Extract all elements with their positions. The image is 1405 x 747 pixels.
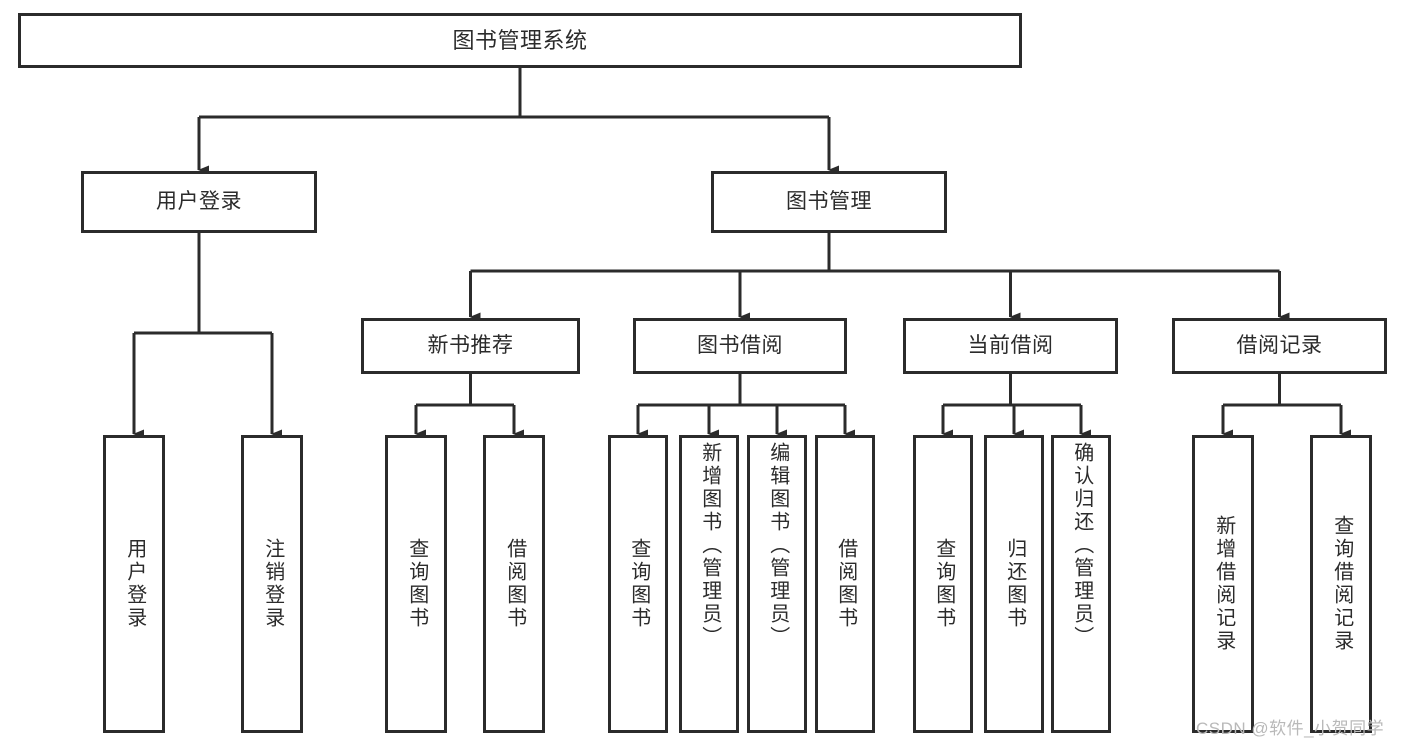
node-label-leaf-confirm-return-admin: 确认归还（管理员）	[1070, 442, 1093, 649]
node-label-leaf-query-borrow-record: 查询借阅记录	[1330, 515, 1353, 653]
node-leaf-confirm-return-admin[interactable]: 确认归还（管理员）	[1051, 435, 1111, 733]
node-label-root: 图书管理系统	[452, 27, 588, 53]
node-label-book-borrow: 图书借阅	[697, 333, 783, 357]
node-current-borrow[interactable]: 当前借阅	[903, 318, 1118, 374]
node-book-manage[interactable]: 图书管理	[711, 171, 947, 233]
node-label-leaf-query-book-cur: 查询图书	[932, 538, 955, 630]
node-leaf-query-book-cur[interactable]: 查询图书	[913, 435, 973, 733]
node-label-leaf-user-logout: 注销登录	[261, 538, 284, 630]
node-label-borrow-record: 借阅记录	[1236, 333, 1323, 357]
node-label-leaf-add-borrow-record: 新增借阅记录	[1212, 515, 1235, 653]
node-label-leaf-query-book-rec: 查询图书	[405, 538, 428, 630]
node-label-user-login: 用户登录	[156, 189, 242, 213]
node-root[interactable]: 图书管理系统	[18, 13, 1022, 68]
node-leaf-add-borrow-record[interactable]: 新增借阅记录	[1192, 435, 1254, 733]
node-label-book-manage: 图书管理	[786, 189, 872, 213]
node-leaf-return-book[interactable]: 归还图书	[984, 435, 1044, 733]
node-new-book-recommend[interactable]: 新书推荐	[361, 318, 580, 374]
node-leaf-query-book-rec[interactable]: 查询图书	[385, 435, 447, 733]
node-label-leaf-user-login: 用户登录	[123, 538, 146, 630]
node-label-leaf-return-book: 归还图书	[1003, 538, 1026, 630]
node-label-new-book-recommend: 新书推荐	[427, 333, 514, 357]
node-label-leaf-borrow-book-rec: 借阅图书	[503, 538, 526, 630]
node-leaf-query-book-borrow[interactable]: 查询图书	[608, 435, 668, 733]
node-leaf-borrow-book[interactable]: 借阅图书	[815, 435, 875, 733]
node-label-leaf-borrow-book: 借阅图书	[834, 538, 857, 630]
node-label-leaf-edit-book-admin: 编辑图书（管理员）	[766, 442, 789, 649]
node-leaf-add-book-admin[interactable]: 新增图书（管理员）	[679, 435, 739, 733]
node-leaf-edit-book-admin[interactable]: 编辑图书（管理员）	[747, 435, 807, 733]
node-leaf-query-borrow-record[interactable]: 查询借阅记录	[1310, 435, 1372, 733]
node-user-login[interactable]: 用户登录	[81, 171, 317, 233]
node-borrow-record[interactable]: 借阅记录	[1172, 318, 1387, 374]
node-label-leaf-add-book-admin: 新增图书（管理员）	[698, 442, 721, 649]
node-leaf-borrow-book-rec[interactable]: 借阅图书	[483, 435, 545, 733]
node-leaf-user-login[interactable]: 用户登录	[103, 435, 165, 733]
node-book-borrow[interactable]: 图书借阅	[633, 318, 847, 374]
node-leaf-user-logout[interactable]: 注销登录	[241, 435, 303, 733]
node-label-leaf-query-book-borrow: 查询图书	[627, 538, 650, 630]
node-label-current-borrow: 当前借阅	[967, 333, 1054, 357]
